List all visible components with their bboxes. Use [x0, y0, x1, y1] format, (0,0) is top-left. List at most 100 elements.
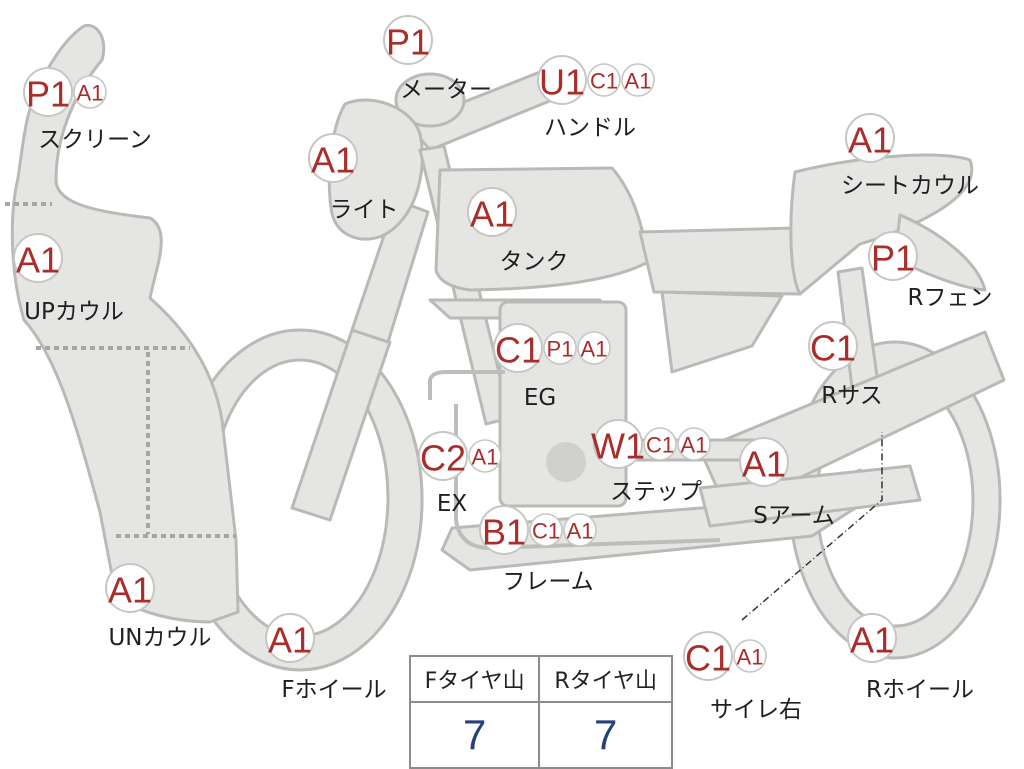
grade-text: A1: [268, 620, 312, 661]
grade-badge: [308, 133, 358, 183]
grade-badge: [643, 427, 677, 461]
grade-badge: [733, 639, 767, 673]
grade-text: A1: [737, 645, 764, 670]
grade-badge: [383, 15, 433, 65]
grade-badge: [683, 631, 733, 681]
grade-text: C1: [685, 638, 731, 679]
grade-text: A1: [77, 81, 104, 106]
grade-badge: [73, 75, 107, 109]
part-label: EG: [524, 385, 556, 411]
part-label: UNカウル: [108, 625, 211, 651]
grade-text: A1: [16, 240, 60, 281]
fork-upper-shape: [350, 198, 430, 344]
grade-text: W1: [591, 426, 645, 467]
grade-text: C1: [646, 433, 674, 458]
grade-badge: [621, 63, 655, 97]
grade-badge: [265, 613, 315, 663]
meter-shape: [394, 72, 466, 128]
grade-badge: [418, 431, 468, 481]
grade-text: C1: [532, 519, 560, 544]
part-label: シートカウル: [841, 173, 979, 199]
part-annotation: P1 A1 スクリーン: [23, 67, 152, 153]
front-tire-header: Fタイヤ山: [408, 655, 541, 703]
grade-text: A1: [472, 445, 499, 470]
part-label: ライト: [330, 197, 399, 223]
front-tire-value: 7: [408, 701, 541, 769]
part-label: Rフェン: [908, 285, 993, 311]
part-annotation: A1 タンク: [467, 187, 569, 275]
side-cover-shape: [660, 290, 784, 374]
part-label: EX: [437, 491, 468, 517]
muffler-shape: [698, 464, 922, 528]
grade-badge: [13, 233, 63, 283]
grade-badge: [845, 113, 895, 163]
grade-text: A1: [108, 570, 152, 611]
grade-badge: [677, 427, 711, 461]
part-label: Rサス: [821, 383, 883, 409]
muffler-leader-line: [741, 432, 883, 621]
grade-text: A1: [848, 120, 892, 161]
seat-shape: [638, 226, 802, 296]
grade-badge: [847, 613, 897, 663]
grade-text: B1: [482, 512, 526, 553]
tire-tread-table: Fタイヤ山 Rタイヤ山 7 7: [408, 655, 673, 769]
part-label: ステップ: [610, 479, 702, 505]
grade-text: P1: [386, 22, 430, 63]
part-label: タンク: [500, 249, 569, 275]
grade-text: A1: [681, 433, 708, 458]
grade-badge: [479, 505, 529, 555]
part-label: Sアーム: [753, 503, 835, 529]
tire-table-value-row: 7 7: [408, 701, 673, 769]
grade-badge: [868, 231, 918, 281]
grade-text: A1: [625, 69, 652, 94]
engine-cover-shape: [546, 442, 586, 482]
grade-text: P1: [547, 337, 574, 362]
grade-badge: [563, 513, 597, 547]
rear-tire-header: Rタイヤ山: [538, 655, 673, 703]
fairing-shape: [10, 23, 240, 624]
part-label: Fホイール: [281, 677, 386, 703]
grade-text: C2: [420, 438, 466, 479]
grade-text: A1: [470, 194, 514, 235]
seat-cowl-shape: [789, 153, 974, 296]
grade-badge: [739, 437, 789, 487]
grade-badge: [468, 439, 502, 473]
part-label: スクリーン: [38, 127, 152, 153]
part-annotation: A1 シートカウル: [841, 113, 979, 199]
grade-text: A1: [581, 337, 608, 362]
grade-badge: [537, 55, 587, 105]
grade-text: P1: [26, 74, 70, 115]
tire-table-header-row: Fタイヤ山 Rタイヤ山: [408, 655, 673, 703]
grade-text: C1: [495, 330, 541, 371]
part-label: サイレ右: [710, 697, 802, 723]
part-label: フレーム: [502, 569, 593, 595]
grade-text: C1: [810, 328, 856, 369]
part-annotation: A1 ライト: [308, 133, 399, 223]
grade-badge: [587, 63, 621, 97]
part-label: Rホイール: [866, 677, 974, 703]
grade-badge: [577, 331, 611, 365]
grade-badge: [105, 563, 155, 613]
part-label: ハンドル: [544, 115, 636, 141]
grade-badge: [493, 323, 543, 373]
grade-text: U1: [539, 62, 585, 103]
grade-text: A1: [742, 444, 786, 485]
grade-badge: [23, 67, 73, 117]
part-label: UPカウル: [24, 299, 124, 325]
grade-text: A1: [311, 140, 355, 181]
grade-badge: [467, 187, 517, 237]
